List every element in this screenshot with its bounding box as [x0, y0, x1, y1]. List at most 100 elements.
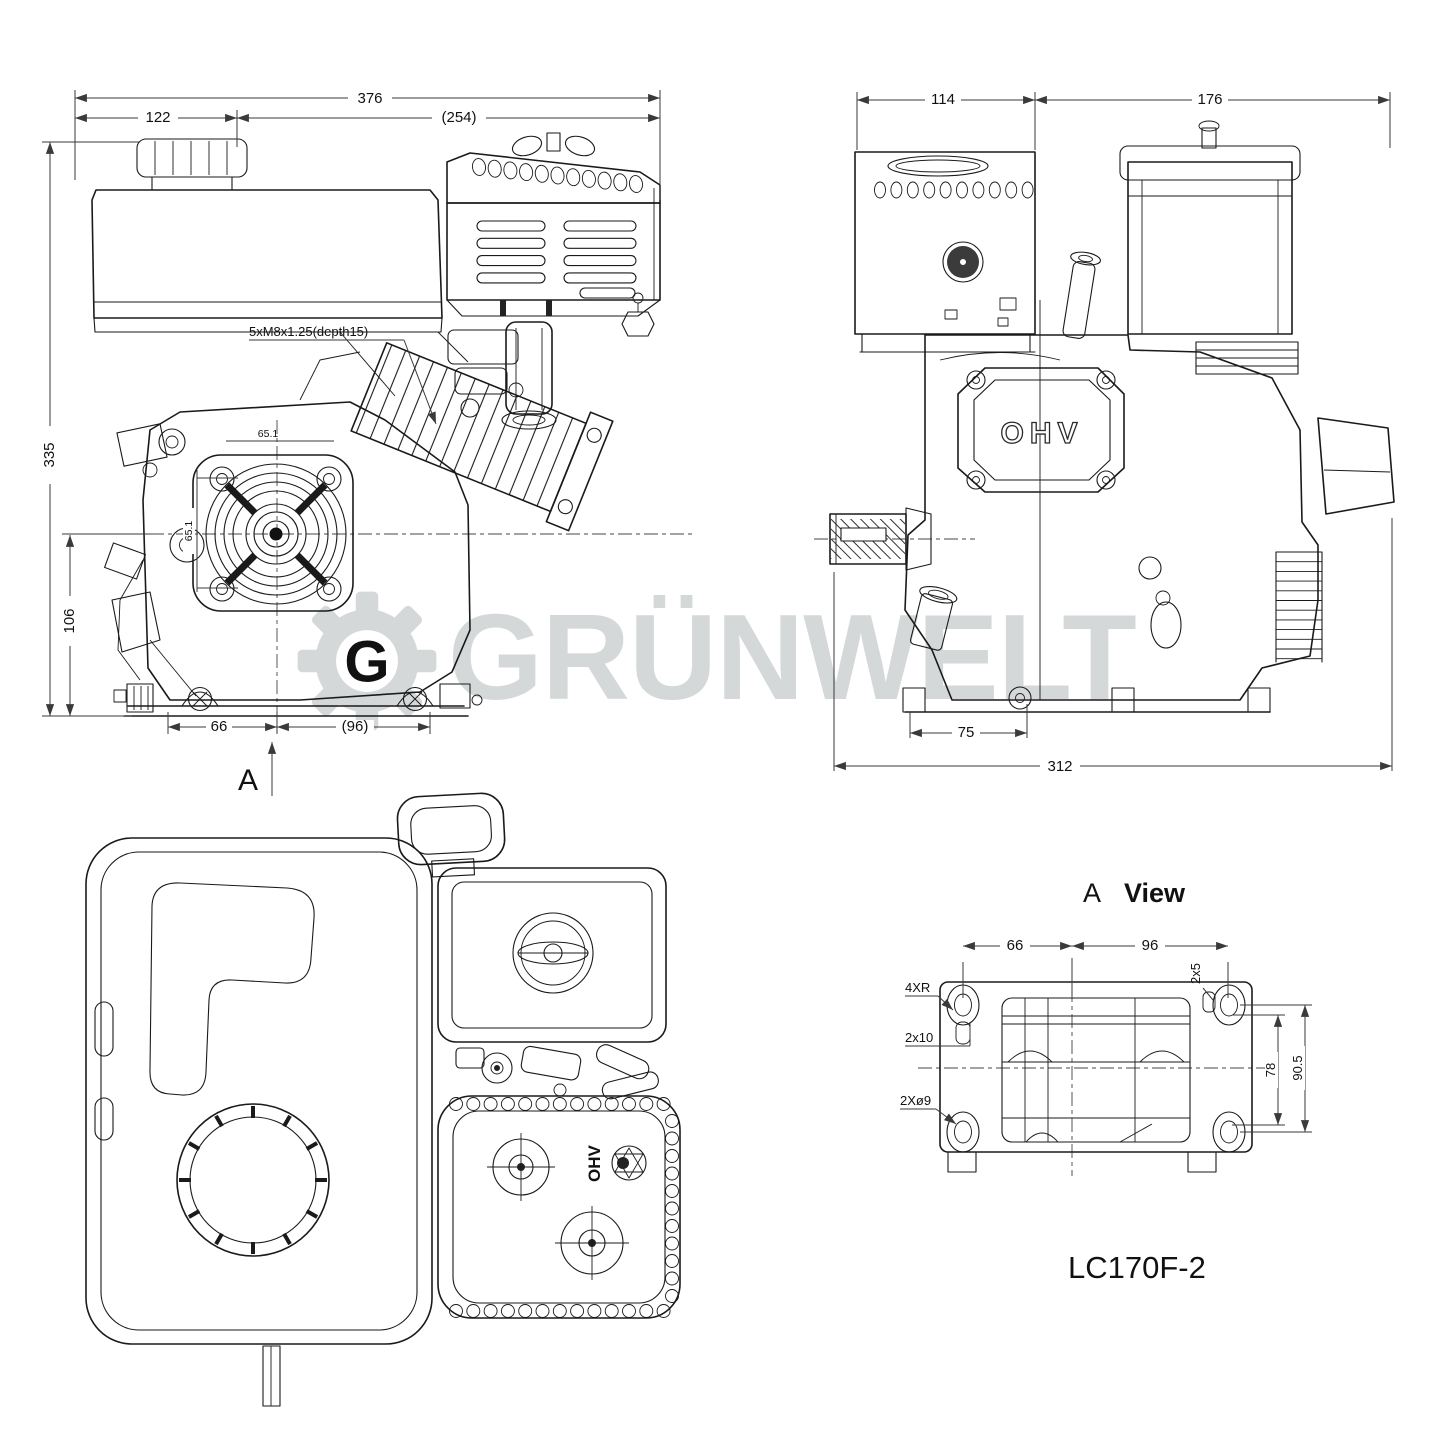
pto-shaft [829, 507, 932, 571]
fuel-cap [176, 1103, 330, 1257]
cap-knurl [305, 1141, 319, 1151]
vent-hole [566, 168, 581, 187]
tank-vent-hole [1005, 181, 1018, 199]
dim-left-width-label: 122 [145, 109, 170, 126]
a-view-title-letter: A [1083, 878, 1101, 908]
vent-hole [472, 158, 486, 176]
flange-bolt-hole [665, 1166, 679, 1181]
fuel-valve-symbol [611, 1145, 647, 1181]
tank-vent-hole [923, 181, 936, 199]
vent-hole [581, 169, 596, 188]
cap-knurl [214, 1114, 224, 1128]
flange-bolt-hole [656, 1304, 671, 1318]
tank-vent-hole [956, 181, 968, 199]
dim-tank-width-label: 114 [931, 91, 955, 108]
muffler-fins [1275, 551, 1323, 663]
flange-bolt-hole [622, 1304, 636, 1318]
valve-cover-text: OHV [1000, 417, 1083, 450]
dim-mount-right-label: (96) [342, 718, 369, 735]
air-cleaner-top [437, 867, 667, 1043]
flange-bolt-hole [665, 1184, 679, 1198]
flange-bolt-hole [552, 1097, 567, 1111]
a-view-title-word: View [1124, 878, 1186, 908]
dim-mount-label: 75 [958, 724, 975, 741]
side-dimensions: 114 176 75 312 [833, 91, 1393, 775]
flange-bolt-hole [500, 1097, 515, 1111]
ignition-coil [104, 423, 205, 697]
watermark-gear-icon: G [297, 591, 437, 731]
mount-base-plate [939, 981, 1253, 1173]
flange-bolt-hole [518, 1304, 533, 1318]
flange-bolt-hole [466, 1304, 481, 1318]
a-view: A View [900, 878, 1312, 1285]
slot-note-small: 2x5 [1188, 963, 1203, 984]
vent-hole [503, 161, 518, 180]
a-view-title: A View [1083, 878, 1186, 908]
vent-hole [487, 159, 502, 178]
flange-bolt-hole [587, 1304, 602, 1318]
fuel-tank-side [854, 151, 1036, 353]
cap-knurl [187, 1209, 201, 1219]
dim-right-width-label: (254) [441, 109, 476, 126]
top-view: OHV [85, 792, 681, 1407]
fuel-drain-stub [262, 1345, 281, 1407]
recoil-handle [396, 792, 506, 878]
side-view: OHV [814, 91, 1395, 775]
cap-knurl [187, 1141, 201, 1151]
section-label: A [238, 764, 258, 797]
flange-bolt-hole [622, 1097, 636, 1111]
flange-bolt-hole [665, 1236, 679, 1251]
flange-bolt-hole [665, 1114, 679, 1128]
crankcase-side [904, 334, 1319, 701]
tank-vent-hole [890, 181, 903, 199]
tank-vent-hole [874, 181, 886, 199]
flange-bolt-hole [665, 1219, 679, 1233]
vent-hole [550, 166, 565, 185]
head-fins [1195, 341, 1299, 375]
filter-slot [476, 220, 546, 232]
mount-base [113, 683, 483, 717]
a-dim-right-label: 96 [1142, 937, 1159, 954]
vent-hole [534, 164, 549, 183]
recoil-starter: OHV [437, 1095, 681, 1319]
dim-shaft-h-label: 65.1 [258, 428, 279, 440]
watermark: G GRÜNWELT [292, 586, 1137, 736]
centerlines [150, 420, 695, 712]
filter-slot [563, 255, 637, 267]
dim-body-width-label: 176 [1197, 91, 1222, 108]
filter-slot [563, 272, 637, 284]
fan-grille [205, 463, 347, 605]
flange-bolt-hole [483, 1304, 498, 1318]
holes-note: 2Xø9 [900, 1093, 931, 1108]
flange-bolt-hole [500, 1304, 515, 1318]
flange-bolt-hole [665, 1149, 679, 1163]
valve-cover: OHV [957, 367, 1125, 493]
flange-bolt-hole [665, 1254, 679, 1268]
flange-bolt-hole [535, 1304, 550, 1318]
tank-vent-hole [939, 181, 952, 199]
fuel-tank [91, 138, 443, 333]
vent-hole [597, 171, 612, 190]
tank-vent-hole [1021, 181, 1034, 199]
a-dim-inner-height-label: 78 [1263, 1063, 1278, 1077]
flange-bolt-hole [656, 1097, 671, 1111]
vent-hole [613, 173, 628, 192]
a-view-dimensions: 66 96 2x5 4XR 2x10 2Xø9 78 90.5 [900, 937, 1312, 1133]
flange-bolt-hole [639, 1097, 654, 1111]
filter-slot [476, 237, 546, 249]
flange-bolt-hole [570, 1097, 585, 1111]
front-view: 376 122 (254) 335 106 66 (96) [41, 90, 695, 797]
flange-bolt-hole [535, 1097, 550, 1111]
tank-vent-hole [972, 181, 985, 199]
tank-vent-hole [906, 181, 919, 199]
model-label: LC170F-2 [1068, 1250, 1206, 1285]
cover-bolts [209, 466, 342, 602]
corner-radius-note: 4XR [905, 980, 930, 995]
air-guide [1317, 417, 1395, 515]
flange-bolt-hole [665, 1131, 679, 1146]
dim-total-length-label: 312 [1047, 758, 1072, 775]
air-cleaner [446, 132, 661, 317]
filter-slot [476, 255, 546, 267]
flange-bolt-hole [449, 1304, 463, 1318]
